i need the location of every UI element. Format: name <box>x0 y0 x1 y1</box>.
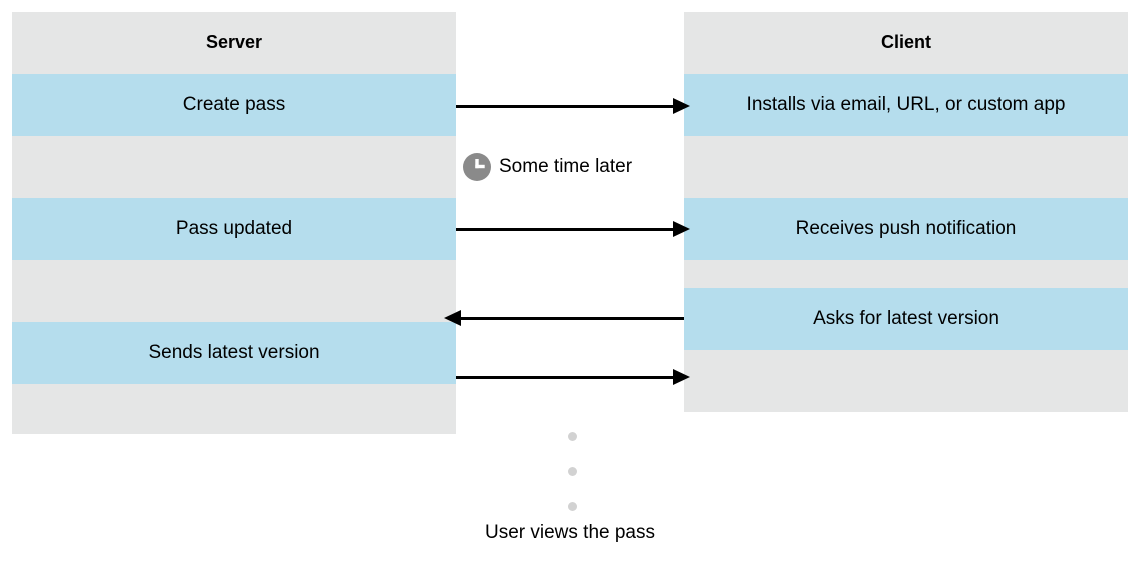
arrow-pass-updated-line <box>456 228 673 231</box>
server-band-pass-updated: Pass updated <box>12 198 456 260</box>
server-pass-updated-label: Pass updated <box>175 217 293 239</box>
clock-icon <box>463 153 491 181</box>
server-create-pass-label: Create pass <box>182 93 286 115</box>
ellipsis-dot-1-icon <box>568 432 577 441</box>
arrow-create-pass-line <box>456 105 673 108</box>
client-receives-push-label: Receives push notification <box>795 217 1017 239</box>
server-sends-latest-version-label: Sends latest version <box>148 341 320 363</box>
arrow-sends-latest-version-line <box>456 376 673 379</box>
ellipsis-dot-2-icon <box>568 467 577 476</box>
client-band-idle-1 <box>684 136 1128 198</box>
some-time-later-label: Some time later <box>499 156 633 177</box>
client-band-idle-3 <box>684 260 1128 288</box>
server-band-sends-latest-version: Sends latest version <box>12 322 456 384</box>
client-heading-label: Client <box>880 32 931 53</box>
ellipsis-dot-3-icon <box>568 502 577 511</box>
client-band-heading: Client <box>684 12 1128 74</box>
diagram-caption: User views the pass <box>484 522 655 543</box>
arrow-pass-updated-head-right-icon <box>673 221 690 237</box>
arrow-sends-latest-version-head-right-icon <box>673 369 690 385</box>
server-band-idle-2 <box>12 260 456 322</box>
some-time-later-note: Some time later <box>463 153 633 181</box>
client-band-asks-latest-version: Asks for latest version <box>684 288 1128 350</box>
client-band-idle-2 <box>684 350 1128 412</box>
lane-client: Client Installs via email, URL, or custo… <box>684 12 1128 434</box>
client-asks-latest-version-label: Asks for latest version <box>813 307 999 329</box>
server-band-create-pass: Create pass <box>12 74 456 136</box>
client-band-receives-push: Receives push notification <box>684 198 1128 260</box>
arrow-asks-latest-version-head-left-icon <box>444 310 461 326</box>
server-band-idle-1 <box>12 136 456 198</box>
server-band-idle-3 <box>12 384 456 434</box>
arrow-create-pass-head-right-icon <box>673 98 690 114</box>
server-band-heading: Server <box>12 12 456 74</box>
lane-server: Server Create pass Pass updated Sends la… <box>12 12 456 434</box>
client-band-installs: Installs via email, URL, or custom app <box>684 74 1128 136</box>
client-installs-label: Installs via email, URL, or custom app <box>746 93 1066 115</box>
arrow-asks-latest-version-line <box>461 317 684 320</box>
server-heading-label: Server <box>205 32 263 53</box>
